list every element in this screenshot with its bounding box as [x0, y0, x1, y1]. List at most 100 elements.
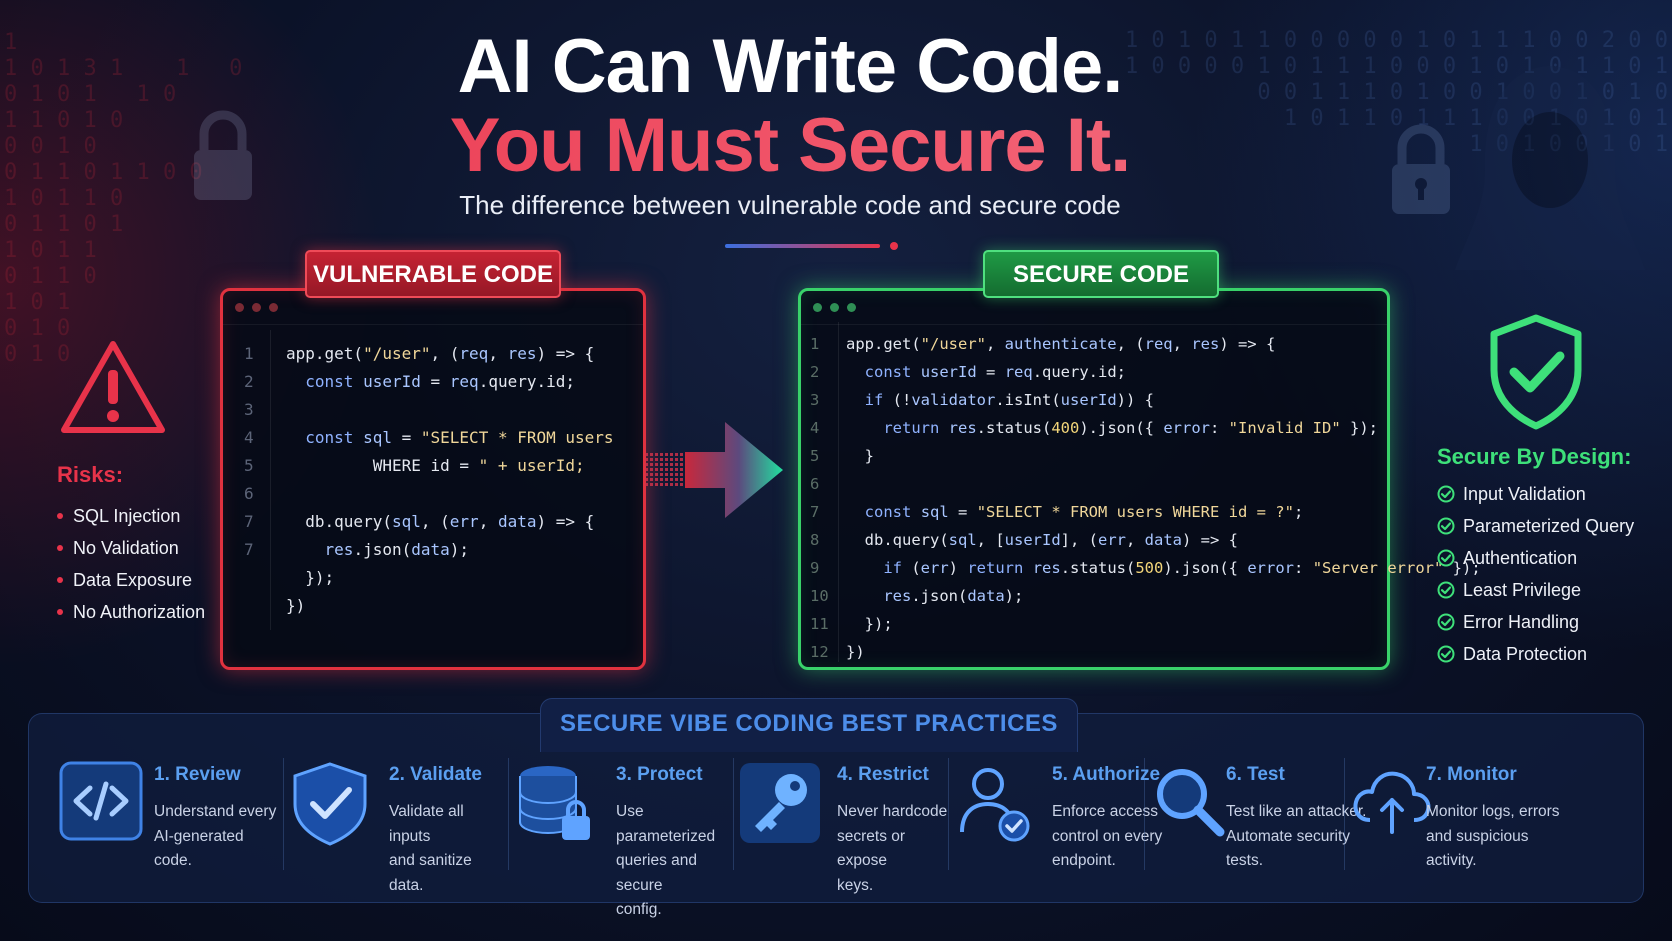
- code-text: const sql = "SELECT * FROM users: [305, 428, 614, 447]
- title-divider: [725, 244, 880, 248]
- risk-item: No Authorization: [57, 596, 205, 628]
- code-text: WHERE id = " + userId;: [286, 456, 585, 475]
- line-number: 5: [810, 447, 820, 465]
- line-number: 1: [244, 344, 254, 363]
- best-practice-separator: [1144, 758, 1145, 870]
- code-line: 7 const sql = "SELECT * FROM users WHERE…: [810, 498, 1481, 526]
- check-circle-icon: [1437, 581, 1455, 599]
- risk-item: No Validation: [57, 532, 205, 564]
- warning-triangle-icon: [61, 341, 165, 433]
- best-practice-separator: [733, 758, 734, 870]
- vulnerable-code-panel: [220, 288, 646, 670]
- subtitle: The difference between vulnerable code a…: [459, 190, 1121, 220]
- line-number: [244, 592, 286, 620]
- code-text: }: [846, 447, 874, 465]
- line-number: 2: [244, 372, 254, 391]
- bullet-dot: [57, 513, 63, 519]
- line-number: 4: [244, 428, 254, 447]
- code-line: 12}): [810, 638, 1481, 666]
- bullet-dot: [57, 609, 63, 615]
- secure-by-design-item: Input Validation: [1437, 478, 1634, 510]
- code-line: 4 return res.status(400).json({ error: "…: [810, 414, 1481, 442]
- code-line: 10 res.json(data);: [810, 582, 1481, 610]
- risk-item: SQL Injection: [57, 500, 205, 532]
- secure-by-design-item: Authentication: [1437, 542, 1634, 574]
- best-practice-heading: 6. Test: [1226, 764, 1285, 785]
- code-line: 9 if (err) return res.status(500).json({…: [810, 554, 1481, 582]
- code-text: if (!validator.isInt(userId)) {: [864, 391, 1154, 409]
- user-check-icon: [960, 768, 1030, 842]
- code-brackets-icon: [59, 761, 143, 841]
- code-line: }): [244, 592, 614, 620]
- code-line: 3: [244, 396, 614, 424]
- background-lock-icon: [194, 110, 252, 200]
- title-line-2: You Must Secure It.: [0, 106, 1580, 186]
- code-line: 3 if (!validator.isInt(userId)) {: [810, 386, 1481, 414]
- code-line: 8 db.query(sql, [userId], (err, data) =>…: [810, 526, 1481, 554]
- code-gutter-divider: [838, 322, 839, 662]
- title-divider-dot: [890, 242, 898, 250]
- window-bar: [223, 291, 643, 325]
- line-number: 9: [810, 559, 820, 577]
- risk-item: Data Exposure: [57, 564, 205, 596]
- line-number: 11: [810, 615, 829, 633]
- best-practice-separator: [948, 758, 949, 870]
- background-binary-left: 1 1 0 1 3 1 1 0 0 1 0 1 1 0 1 1 0 1 0 0 …: [4, 30, 243, 367]
- check-circle-icon: [1437, 613, 1455, 631]
- cloud-upload-icon: [1353, 771, 1431, 834]
- check-circle-icon: [1437, 517, 1455, 535]
- check-circle-icon: [1437, 485, 1455, 503]
- secure-by-design-item: Parameterized Query: [1437, 510, 1634, 542]
- secure-by-design-item: Data Protection: [1437, 638, 1634, 670]
- background-lock-icon-right: [1392, 124, 1450, 214]
- shield-check-icon: [293, 762, 367, 846]
- best-practice-heading: 5. Authorize: [1052, 764, 1161, 785]
- line-number: 12: [810, 643, 829, 661]
- line-number: 5: [244, 456, 254, 475]
- line-number: 7: [244, 540, 254, 559]
- best-practice-separator: [508, 758, 509, 870]
- shield-check-icon: [1490, 314, 1582, 430]
- code-text: const userId = req.query.id;: [864, 363, 1127, 381]
- best-practice-heading: 1. Review: [154, 764, 241, 785]
- magnifier-icon: [1157, 769, 1225, 837]
- risks-list: SQL Injection No Validation Data Exposur…: [57, 500, 205, 628]
- database-lock-icon: [519, 766, 590, 840]
- line-number: 6: [244, 484, 254, 503]
- code-text: app.get("/user", authenticate, (req, res…: [846, 335, 1276, 353]
- code-line: 7 db.query(sql, (err, data) => {: [244, 508, 614, 536]
- line-number: 2: [810, 363, 820, 381]
- code-gutter-divider: [270, 330, 271, 630]
- secure-code-label: SECURE CODE: [983, 250, 1219, 298]
- window-bar: [801, 291, 1387, 325]
- best-practice-heading: 3. Protect: [616, 764, 703, 785]
- code-text: if (err) return res.status(500).json({ e…: [883, 559, 1481, 577]
- best-practice-heading: 7. Monitor: [1426, 764, 1517, 785]
- line-number: 8: [810, 531, 820, 549]
- line-number: [244, 564, 286, 592]
- transition-arrow-icon: [645, 422, 783, 518]
- background-binary-right: 1 0 1 0 1 1 0 0 0 0 0 1 0 1 1 1 0 0 2 0 …: [1124, 28, 1668, 157]
- code-line: 11 });: [810, 610, 1481, 638]
- best-practice-separator: [1344, 758, 1345, 870]
- code-text: const sql = "SELECT * FROM users WHERE i…: [864, 503, 1304, 521]
- code-text: });: [286, 568, 335, 587]
- code-line: 4 const sql = "SELECT * FROM users: [244, 424, 614, 452]
- code-text: const userId = req.query.id;: [305, 372, 576, 391]
